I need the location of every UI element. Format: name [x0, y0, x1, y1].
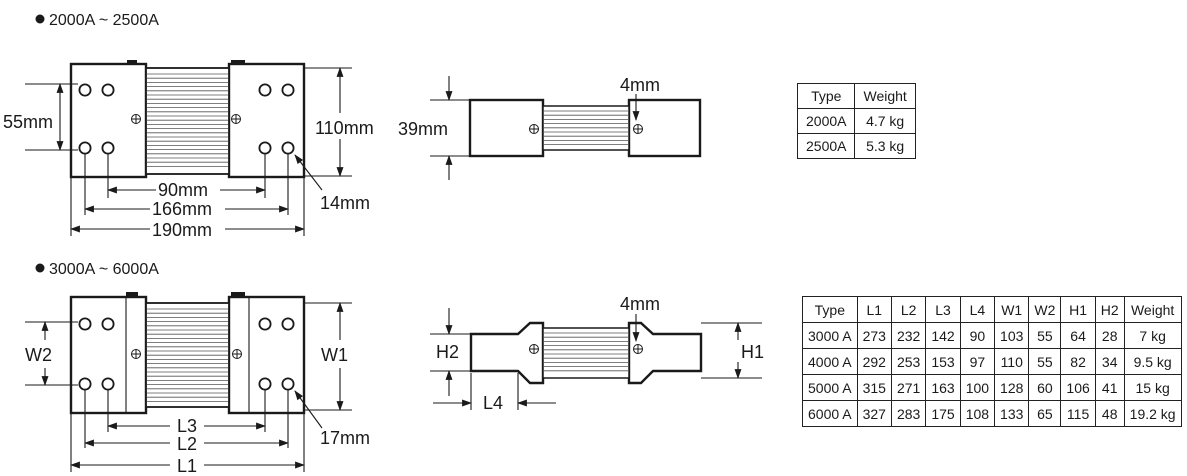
column-header: H1 [1060, 296, 1096, 323]
column-header: Type [796, 83, 856, 109]
table-cell: 15 kg [1123, 374, 1182, 401]
table-cell: 110 [994, 348, 1030, 375]
table-cell: 4.7 kg [854, 108, 916, 134]
table-cell: 2500A [796, 133, 856, 159]
table-cell: 128 [994, 374, 1030, 401]
table-cell: 41 [1094, 374, 1125, 401]
table-cell: 115 [1060, 400, 1096, 427]
bullet-icon [35, 263, 45, 273]
column-header: W2 [1028, 296, 1062, 323]
column-header: Type [802, 296, 858, 323]
table-cell: 82 [1060, 348, 1096, 375]
table-cell: 232 [890, 322, 927, 349]
column-header: L3 [925, 296, 961, 323]
table-cell: 153 [925, 348, 961, 375]
dim-thickness: 4mm [620, 75, 660, 95]
column-header: H2 [1094, 296, 1125, 323]
table-cell: 315 [856, 374, 892, 401]
table-cell: 34 [1094, 348, 1125, 375]
dim-mid-length: 166mm [152, 199, 212, 219]
column-header: L4 [959, 296, 996, 323]
table-cell: 7 kg [1123, 322, 1182, 349]
dim-side-height: 39mm [398, 119, 448, 139]
table-cell: 65 [1028, 400, 1062, 427]
table-cell: 55 [1028, 348, 1062, 375]
section-small-title-text: 2000A ~ 2500A [49, 12, 159, 29]
dim-l1: L1 [177, 456, 197, 476]
table-cell: 5.3 kg [854, 133, 916, 159]
table-cell: 292 [856, 348, 892, 375]
dim-w1: W1 [321, 345, 348, 365]
column-header: L1 [856, 296, 892, 323]
section-large-title: 3000A ~ 6000A [35, 261, 159, 278]
table-cell: 273 [856, 322, 892, 349]
dim-h1: H1 [741, 342, 764, 362]
table-cell: 108 [959, 400, 996, 427]
table-cell: 90 [959, 322, 996, 349]
column-header: L2 [890, 296, 927, 323]
table-cell: 60 [1028, 374, 1062, 401]
dim-w2: W2 [25, 345, 52, 365]
column-header: Weight [1123, 296, 1182, 323]
table-cell: 327 [856, 400, 892, 427]
table-cell: 133 [994, 400, 1030, 427]
dim-hole-size-large: 17mm [320, 428, 370, 448]
table-cell: 64 [1060, 322, 1096, 349]
table-cell: 253 [890, 348, 927, 375]
table-cell: 9.5 kg [1123, 348, 1182, 375]
table-cell: 175 [925, 400, 961, 427]
table-cell: 5000 A [802, 374, 858, 401]
column-header: Weight [854, 83, 916, 109]
section-small-title: 2000A ~ 2500A [35, 12, 159, 29]
column-header: W1 [994, 296, 1030, 323]
table-cell: 271 [890, 374, 927, 401]
bullet-icon [35, 14, 45, 24]
dim-bolt-spacing: 55mm [3, 112, 53, 132]
dim-l4: L4 [483, 393, 503, 413]
table-cell: 100 [959, 374, 996, 401]
table-cell: 19.2 kg [1123, 400, 1182, 427]
shunt-side-view-small [468, 98, 702, 158]
dim-hole-size: 14mm [320, 193, 370, 213]
table-cell: 55 [1028, 322, 1062, 349]
table-cell: 6000 A [802, 400, 858, 427]
shunt-top-view-large [69, 292, 306, 415]
dim-total-length: 190mm [152, 220, 212, 240]
table-cell: 3000 A [802, 322, 858, 349]
dim-l3: L3 [177, 416, 197, 436]
table-cell: 2000A [796, 108, 856, 134]
dim-height: 110mm [315, 118, 374, 138]
table-cell: 97 [959, 348, 996, 375]
shunt-side-view-large [469, 321, 703, 385]
table-cell: 103 [994, 322, 1030, 349]
dim-h2: H2 [436, 342, 459, 362]
table-cell: 28 [1094, 322, 1125, 349]
dim-thickness-large: 4mm [620, 294, 660, 314]
shunt-top-view-small [69, 60, 306, 179]
table-cell: 106 [1060, 374, 1096, 401]
table-cell: 48 [1094, 400, 1125, 427]
dim-l2: L2 [177, 434, 197, 454]
table-cell: 4000 A [802, 348, 858, 375]
table-cell: 283 [890, 400, 927, 427]
table-cell: 142 [925, 322, 961, 349]
section-large-title-text: 3000A ~ 6000A [49, 261, 159, 278]
table-cell: 163 [925, 374, 961, 401]
dim-inner-length: 90mm [158, 180, 208, 200]
